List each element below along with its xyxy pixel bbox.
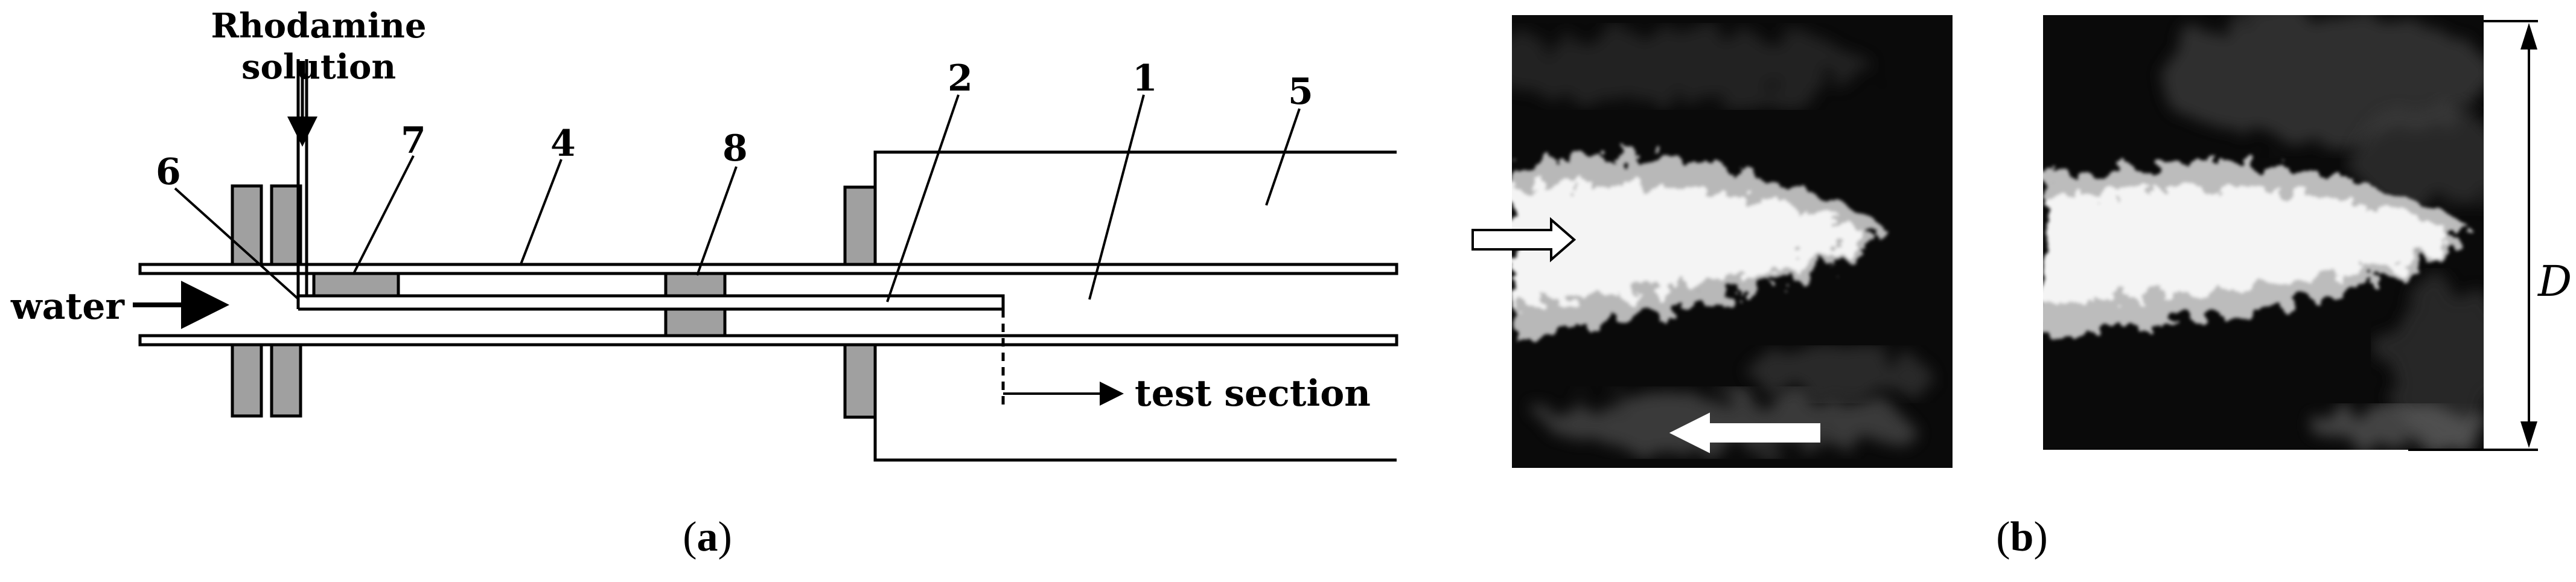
label-4: 4 — [550, 123, 576, 165]
test-section-box — [873, 150, 1397, 462]
caption-b: (b) — [1996, 514, 2048, 560]
dimension-d — [2408, 20, 2538, 451]
flange-left — [231, 184, 302, 418]
flow-image-1 — [1512, 15, 1953, 468]
inflow-arrow-outside — [1471, 217, 1577, 263]
return-flow-arrow — [1669, 412, 1820, 453]
label-d: D — [2537, 257, 2572, 306]
label-8: 8 — [722, 127, 748, 170]
label-water: water — [10, 286, 125, 328]
label-6: 6 — [156, 151, 181, 193]
panel-a-schematic — [133, 59, 1398, 462]
component-7 — [312, 272, 400, 298]
label-1: 1 — [1132, 57, 1158, 100]
label-rhodamine: Rhodamine — [211, 6, 427, 46]
label-solution: solution — [241, 47, 396, 87]
caption-a: (a) — [683, 514, 732, 560]
label-test-section: test section — [1135, 373, 1371, 415]
label-2: 2 — [948, 57, 973, 100]
pipe — [138, 263, 1398, 347]
component-8 — [664, 272, 727, 337]
leader-lines — [174, 94, 1301, 302]
panel-a-labels: Rhodamine solution water test section 6 … — [10, 6, 1371, 415]
flange-test-section — [843, 185, 877, 419]
label-5: 5 — [1288, 71, 1313, 113]
flow-image-2 — [2043, 15, 2484, 450]
label-7: 7 — [401, 120, 426, 162]
